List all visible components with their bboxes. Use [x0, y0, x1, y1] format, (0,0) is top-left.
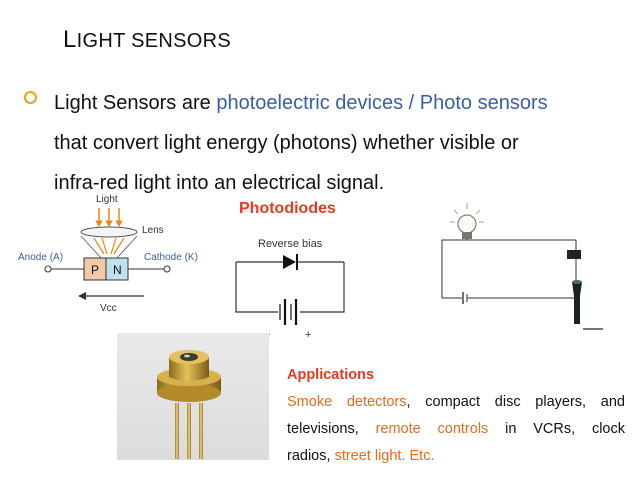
reverse-bias-label: Reverse bias — [258, 238, 323, 250]
diode-symbol — [283, 255, 296, 269]
applications-block: Applications Smoke detectors, compact di… — [287, 362, 625, 470]
photodiode-photo — [117, 333, 269, 460]
anode-label: Anode (A) — [18, 252, 63, 263]
n-label: N — [113, 263, 122, 277]
highlight-term: photoelectric devices / Photo sensors — [216, 92, 548, 114]
cathode-label: Cathode (K) — [144, 252, 198, 263]
focus-arrows — [93, 237, 125, 255]
applications-row-1: Smoke detectors, compact disc players, a… — [287, 394, 625, 410]
bullet-line-2: that convert light energy (photons) whet… — [54, 132, 519, 154]
slide-title: LIGHT SENSORS — [63, 26, 232, 53]
photodiode-pn-diagram: Light Lens Anode (A) Cathode (K) P N Vcc — [18, 194, 198, 314]
cell-symbol — [462, 292, 468, 304]
vcc-label: Vcc — [100, 303, 117, 314]
applications-row-2: televisions, remote controls in VCRs, cl… — [287, 421, 625, 437]
photodiodes-heading: Photodiodes — [239, 200, 336, 217]
p-label: P — [91, 263, 99, 277]
applications-heading: Applications — [287, 367, 375, 383]
bulb-circuit — [441, 203, 603, 330]
main-bullet-text: Light Sensors are photoelectric devices … — [54, 83, 614, 203]
light-label: Light — [96, 194, 118, 205]
lens-shape — [80, 226, 138, 238]
plus-label: + — [305, 329, 311, 341]
applications-row-3: radios, street light. Etc. — [287, 448, 435, 464]
light-arrows — [95, 208, 123, 227]
street-light-text: street light. Etc. — [334, 448, 435, 464]
flashlight-icon — [572, 280, 603, 330]
light-bulb-icon — [450, 203, 484, 239]
bullet-line-1: Light Sensors are photoelectric devices … — [54, 92, 548, 114]
sensor-icon — [567, 250, 581, 259]
bullet-line-3: infra-red light into an electrical signa… — [54, 172, 385, 194]
bullet-ring-icon — [24, 91, 37, 104]
remote-controls-text: remote controls — [375, 421, 489, 437]
battery-symbol — [279, 299, 298, 325]
smoke-detectors-text: Smoke detectors — [287, 394, 407, 410]
lens-label: Lens — [142, 225, 164, 236]
reverse-bias-circuit: Reverse bias − + — [235, 238, 345, 341]
